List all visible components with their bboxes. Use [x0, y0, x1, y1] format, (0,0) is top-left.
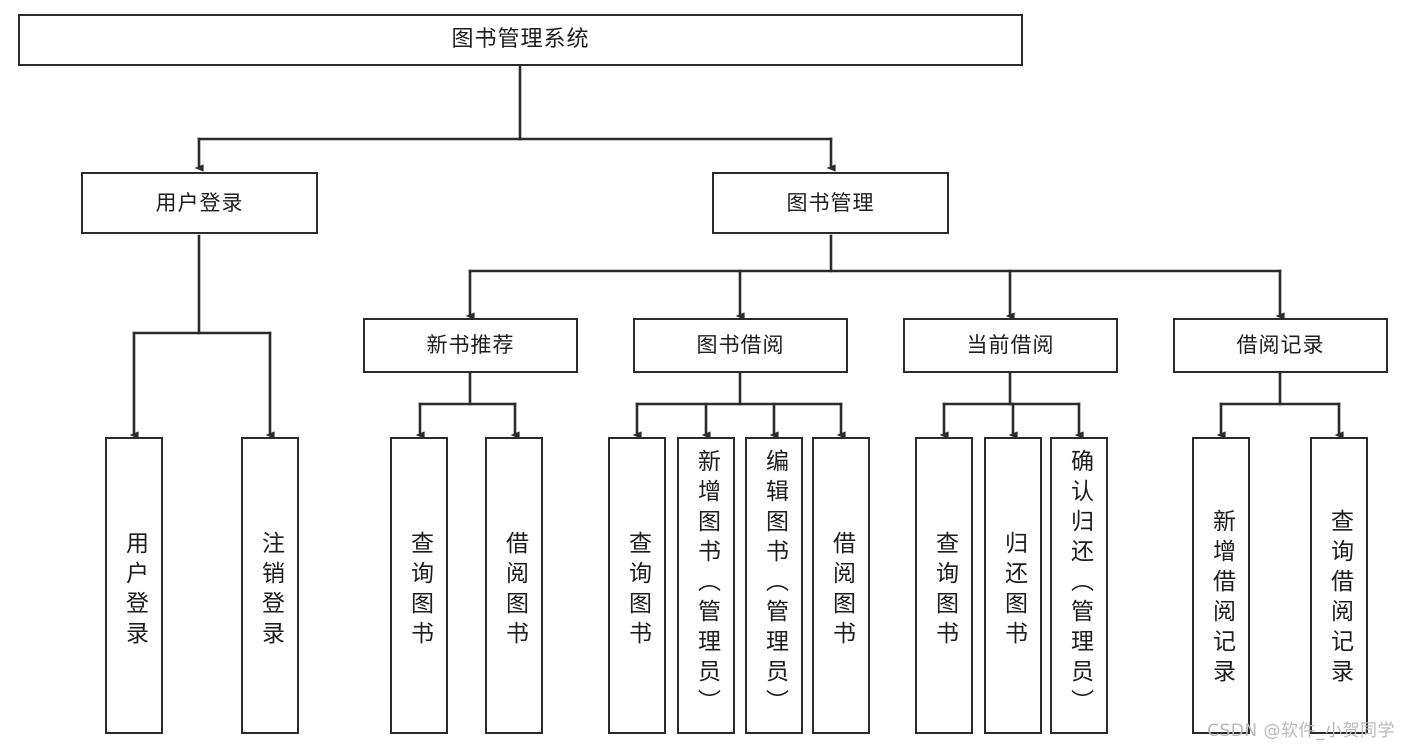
node-label: 查询借阅记录	[1326, 509, 1353, 689]
leaf-query-book-current[interactable]: 查询图书	[915, 437, 973, 734]
node-label: 借阅图书	[501, 531, 528, 651]
node-label: 查询图书	[624, 531, 651, 651]
node-label: 借阅记录	[1236, 333, 1325, 358]
node-label: 查询图书	[931, 531, 958, 651]
node-label: 新书推荐	[426, 333, 515, 358]
leaf-query-book-new[interactable]: 查询图书	[390, 437, 448, 734]
node-label: 查询图书	[406, 531, 433, 651]
node-label: 编辑图书（管理员）	[761, 449, 788, 719]
node-borrow-record[interactable]: 借阅记录	[1173, 318, 1388, 373]
node-current-borrow[interactable]: 当前借阅	[903, 318, 1118, 373]
node-label: 新增图书（管理员）	[693, 449, 720, 719]
leaf-borrow-book-new[interactable]: 借阅图书	[485, 437, 543, 734]
csdn-watermark: CSDN @软件_小贺同学	[1207, 721, 1395, 741]
node-label: 注销登录	[257, 531, 284, 651]
node-label: 借阅图书	[828, 531, 855, 651]
node-label: 确认归还（管理员）	[1066, 449, 1093, 719]
node-label: 用户登录	[155, 190, 244, 215]
leaf-add-borrow-record[interactable]: 新增借阅记录	[1192, 437, 1250, 734]
node-user-login[interactable]: 用户登录	[81, 172, 318, 234]
leaf-add-book-admin[interactable]: 新增图书（管理员）	[677, 437, 735, 734]
node-label: 图书借阅	[696, 333, 785, 358]
leaf-query-book-borrow[interactable]: 查询图书	[608, 437, 666, 734]
leaf-borrow-book[interactable]: 借阅图书	[812, 437, 870, 734]
leaf-query-borrow-record[interactable]: 查询借阅记录	[1310, 437, 1368, 734]
node-new-book-recommend[interactable]: 新书推荐	[363, 318, 578, 373]
leaf-return-book[interactable]: 归还图书	[984, 437, 1042, 734]
node-book-management[interactable]: 图书管理	[712, 172, 949, 234]
node-label: 用户登录	[121, 531, 148, 651]
node-label: 当前借阅	[966, 333, 1055, 358]
leaf-edit-book-admin[interactable]: 编辑图书（管理员）	[745, 437, 803, 734]
node-label: 归还图书	[1000, 531, 1027, 651]
leaf-confirm-return-admin[interactable]: 确认归还（管理员）	[1050, 437, 1108, 734]
node-label: 新增借阅记录	[1208, 509, 1235, 689]
leaf-user-login[interactable]: 用户登录	[105, 437, 163, 734]
node-label: 图书管理	[786, 190, 875, 215]
node-root-book-management-system[interactable]: 图书管理系统	[18, 14, 1023, 66]
node-book-borrow[interactable]: 图书借阅	[633, 318, 848, 373]
leaf-logout[interactable]: 注销登录	[241, 437, 299, 734]
node-label: 图书管理系统	[451, 27, 590, 53]
